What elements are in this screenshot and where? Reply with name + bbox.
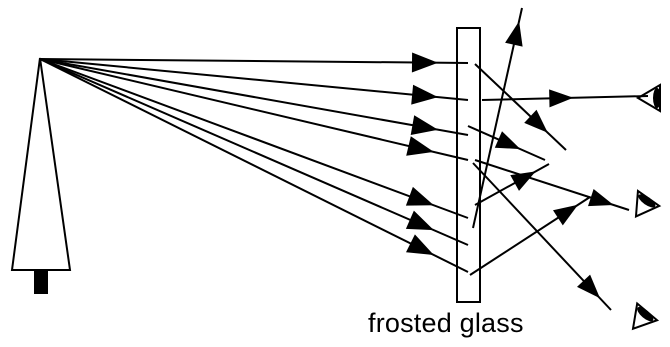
candle-body xyxy=(10,57,72,271)
arrow-head xyxy=(405,186,434,206)
ray-line xyxy=(39,58,469,136)
eye-lens xyxy=(637,307,654,322)
eye-lens xyxy=(638,194,656,208)
arrow-head xyxy=(553,204,578,226)
arrow-head xyxy=(510,171,536,191)
arrow-head xyxy=(411,84,438,105)
arrow-head xyxy=(406,234,434,255)
arrow-head xyxy=(410,115,438,135)
arrow-head xyxy=(494,131,521,150)
eye-outline xyxy=(634,189,662,219)
ray-line xyxy=(474,63,567,151)
light-rays xyxy=(39,7,649,311)
frosted-glass-pane xyxy=(456,27,481,303)
ray-line xyxy=(39,58,469,273)
eye-icon xyxy=(634,189,662,219)
eye-lens xyxy=(653,88,661,108)
ray-line xyxy=(39,58,469,219)
ray-line xyxy=(39,58,469,246)
eye-icon xyxy=(631,301,660,331)
candle-base xyxy=(34,270,48,294)
arrow-head xyxy=(411,52,438,73)
ray-line xyxy=(472,7,523,229)
ray-line xyxy=(39,58,469,161)
observers xyxy=(631,83,662,331)
candle-icon xyxy=(10,57,72,294)
ray-line xyxy=(474,163,550,206)
arrow-head xyxy=(524,109,548,133)
eye-icon xyxy=(636,83,661,113)
ray-line xyxy=(39,58,469,64)
arrow-head xyxy=(405,210,434,231)
glass-label: frosted glass xyxy=(368,308,524,338)
arrow-head xyxy=(549,89,574,108)
arrow-head xyxy=(577,274,600,299)
arrow-head xyxy=(505,21,523,47)
arrow-head xyxy=(588,189,614,207)
arrow-head xyxy=(406,136,434,156)
ray-line xyxy=(39,58,469,101)
